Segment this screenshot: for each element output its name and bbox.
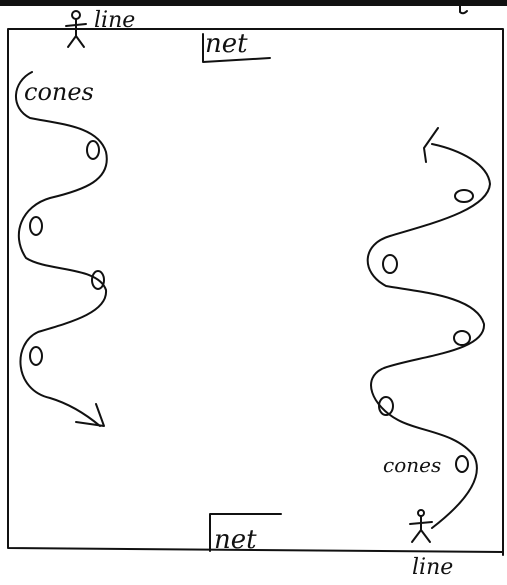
- net-label-top: net: [205, 29, 248, 59]
- left-arrow-head: [76, 404, 104, 426]
- cone-right-1: [455, 190, 473, 202]
- cone-left-2: [30, 217, 42, 235]
- top-edge-bar: [0, 0, 507, 6]
- cones-label-left: cones: [24, 78, 94, 106]
- line-label-bottom: line: [412, 555, 453, 580]
- cone-left-4: [30, 347, 42, 365]
- cone-right-5: [456, 456, 468, 472]
- net-label-bottom: net: [214, 525, 257, 555]
- cone-right-2: [383, 255, 397, 273]
- cone-left-1: [87, 141, 99, 159]
- cones-label-right: cones: [383, 453, 441, 477]
- left-weave-path: [16, 72, 107, 426]
- stick-figure-bottom: [410, 510, 432, 542]
- line-label-top: line: [94, 8, 135, 33]
- cone-right-3: [454, 331, 470, 345]
